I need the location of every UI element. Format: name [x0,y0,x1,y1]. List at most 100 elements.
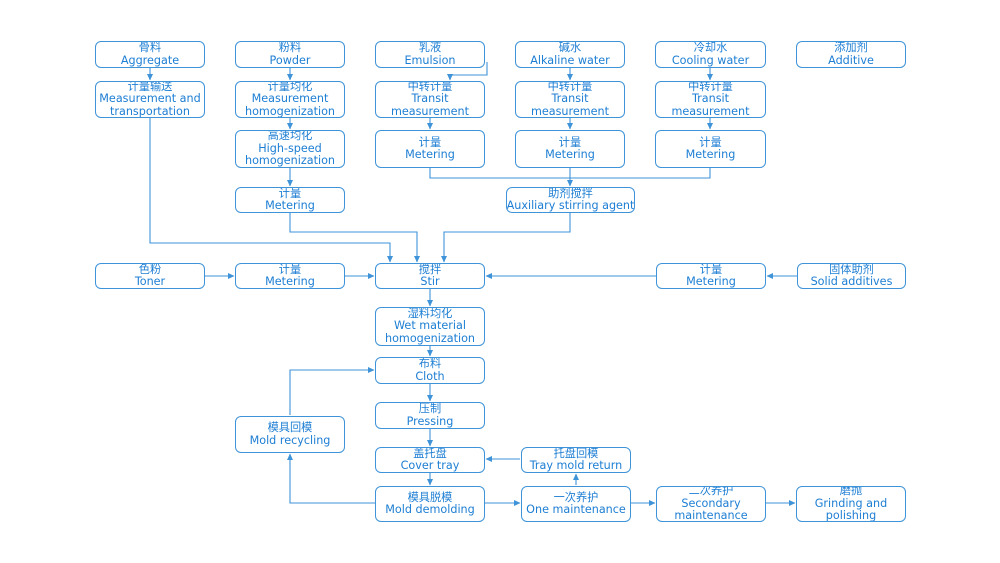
label-en: Cover tray [400,459,460,472]
label-zh: 模具回模 [267,421,313,435]
label-zh: 计量 [699,263,723,276]
edge-demolding-to-mold-recycling [287,453,375,504]
label-en: polishing [825,509,877,522]
label-zh: 计量 [418,135,442,149]
label-en: Powder [269,53,311,67]
label-zh: 添加剂 [834,41,868,55]
label-zh: 中转计量 [688,81,733,93]
edge-measure-transport-to-stir [149,118,393,263]
label-zh: 碱水 [558,41,582,55]
label-en: Aggregate [120,53,180,67]
label-zh: 计量 [278,263,302,276]
label-en: Solid additives [810,275,893,288]
edge-aux-to-stir [441,213,571,263]
label-en: Metering [545,148,595,161]
label-en: maintenance [674,509,748,522]
label-en: Tray mold return [529,459,623,472]
label-en: measurement [671,104,750,118]
label-zh: 色粉 [138,263,162,276]
label-en: One maintenance [526,503,626,516]
label-en: Transit [551,92,589,106]
edge-mold-recycling-to-cloth [289,367,375,415]
label-en: measurement [390,104,470,118]
label-zh: 计量 [699,135,722,149]
label-en: Transit [411,92,449,106]
label-en: Measurement [251,92,329,106]
label-en: Metering [685,148,736,161]
label-en: Additive [828,53,874,67]
label-en: Secondary [681,496,741,510]
label-en: Metering [265,199,315,212]
label-en: Stir [420,275,440,288]
label-en: Grinding and [814,496,888,510]
label-zh: 高速均化 [267,130,313,143]
label-zh: 计量均化 [267,81,313,93]
label-zh: 压制 [418,402,442,416]
label-zh: 骨料 [138,41,162,55]
label-en: Mold recycling [249,433,331,447]
label-en: Metering [265,275,315,288]
label-en: Cooling water [671,53,750,67]
label-en: transportation [110,104,190,118]
label-en: Wet material [394,319,466,333]
label-en: Mold demolding [385,503,475,516]
label-zh: 磨抛 [839,486,863,498]
label-en: measurement [530,104,610,118]
label-zh: 布料 [418,357,442,371]
label-zh: 中转计量 [547,81,593,93]
edge-metering-powder-to-stir [289,213,420,263]
label-en: Toner [134,275,166,288]
label-en: Metering [405,148,455,161]
label-zh: 湿料均化 [407,307,453,320]
label-zh: 助剂搅拌 [548,187,593,200]
label-en: Cloth [415,369,445,383]
label-zh: 固体助剂 [829,263,874,276]
label-en: Measurement and [99,92,201,106]
label-zh: 模具脱模 [407,490,453,504]
label-zh: 粉料 [278,41,302,55]
label-en: Transit [691,92,730,106]
label-zh: 托盘回模 [553,447,599,460]
label-zh: 冷却水 [693,41,728,55]
label-en: homogenization [244,154,336,168]
label-zh: 计量输送 [127,81,173,93]
label-en: High-speed [258,141,322,155]
label-zh: 盖托盘 [413,447,447,460]
label-en: Alkaline water [530,53,610,67]
label-zh: 搅拌 [418,263,442,276]
label-en: Auxiliary stirring agent [506,199,635,212]
label-zh: 二次养护 [688,486,734,498]
label-zh: 计量 [558,135,582,149]
label-zh: 乳液 [418,41,442,55]
